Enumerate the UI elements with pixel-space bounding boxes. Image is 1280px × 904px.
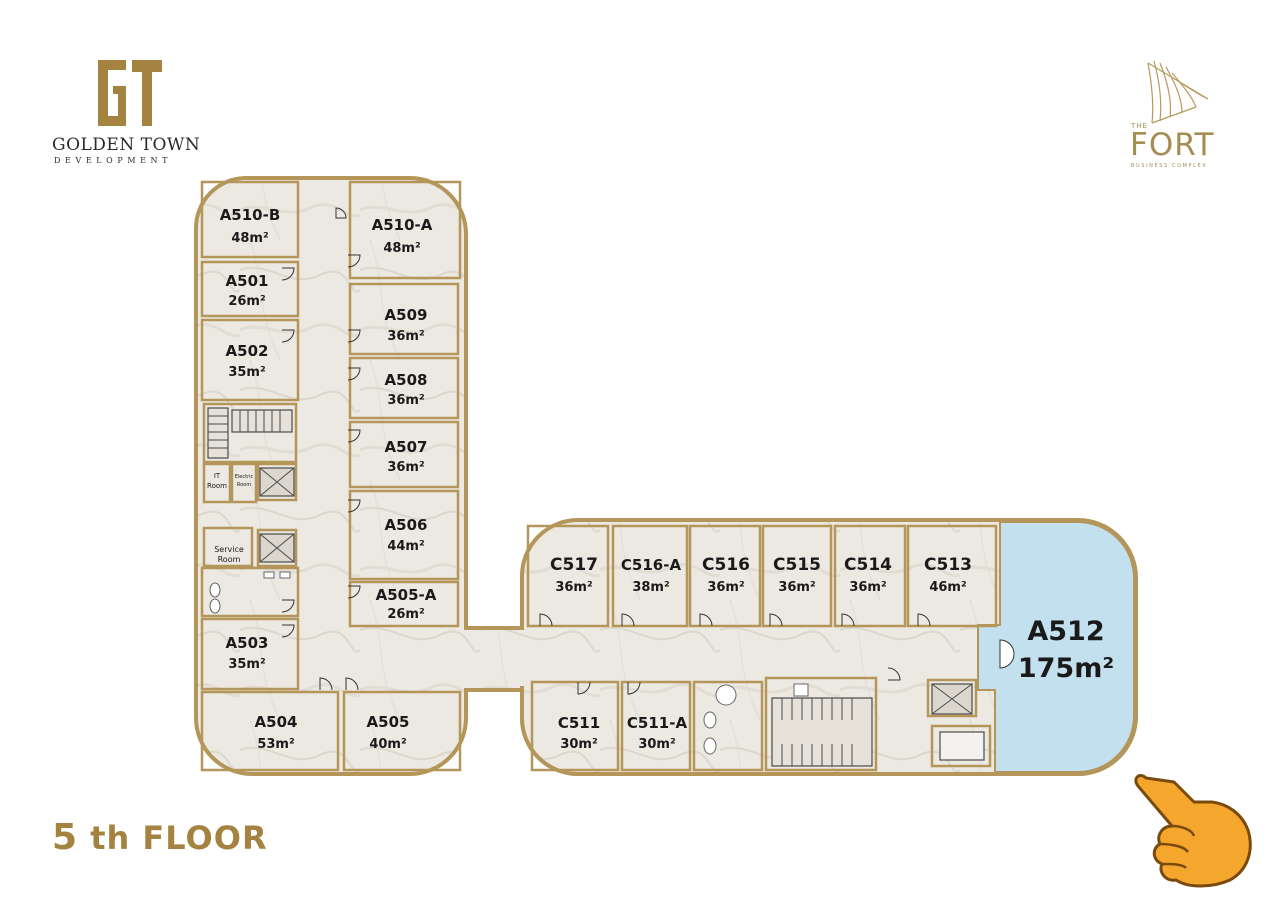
svg-text:48m²: 48m² xyxy=(231,231,268,246)
unit-c515[interactable]: C515 36m² xyxy=(773,555,821,595)
it-room-label-2: Room xyxy=(207,482,227,490)
svg-text:40m²: 40m² xyxy=(369,737,406,752)
svg-text:36m²: 36m² xyxy=(387,329,424,344)
unit-a508[interactable]: A508 36m² xyxy=(385,371,428,408)
unit-a505a[interactable]: A505-A 26m² xyxy=(376,586,437,622)
svg-text:30m²: 30m² xyxy=(638,737,675,752)
project-subtitle: BUSINESS COMPLEX xyxy=(1131,163,1208,169)
pointing-hand-icon xyxy=(1134,774,1252,888)
electric-room-label-1: Electric xyxy=(235,474,254,480)
service-room-label-2: Room xyxy=(218,555,241,564)
svg-text:C515: C515 xyxy=(773,555,821,575)
svg-text:A505-A: A505-A xyxy=(376,586,437,604)
unit-c517[interactable]: C517 36m² xyxy=(550,555,598,595)
unit-c516[interactable]: C516 36m² xyxy=(702,555,750,595)
svg-text:C517: C517 xyxy=(550,555,598,575)
electric-room-label-2: Room xyxy=(237,482,251,488)
unit-a505[interactable]: A505 40m² xyxy=(367,713,410,752)
svg-text:26m²: 26m² xyxy=(228,294,265,309)
svg-text:A502: A502 xyxy=(226,342,269,360)
svg-text:C511-A: C511-A xyxy=(627,714,688,732)
unit-c511a[interactable]: C511-A 30m² xyxy=(627,714,688,752)
floor-number: 5 xyxy=(52,817,79,858)
svg-text:46m²: 46m² xyxy=(929,580,966,595)
unit-a507[interactable]: A507 36m² xyxy=(385,438,428,475)
svg-text:36m²: 36m² xyxy=(778,580,815,595)
project-name: FORT xyxy=(1130,127,1215,163)
unit-a504[interactable]: A504 53m² xyxy=(255,713,298,752)
svg-text:C516-A: C516-A xyxy=(621,556,682,574)
svg-text:A507: A507 xyxy=(385,438,428,456)
unit-a501[interactable]: A501 26m² xyxy=(226,272,269,309)
svg-text:A506: A506 xyxy=(385,516,428,534)
floor-label: 5 th FLOOR xyxy=(52,817,268,858)
svg-text:35m²: 35m² xyxy=(228,657,265,672)
svg-text:C516: C516 xyxy=(702,555,750,575)
developer-subtitle: DEVELOPMENT xyxy=(54,156,173,165)
svg-text:A510-A: A510-A xyxy=(372,216,433,234)
svg-text:A512: A512 xyxy=(1027,616,1104,647)
svg-text:36m²: 36m² xyxy=(387,393,424,408)
svg-text:53m²: 53m² xyxy=(257,737,294,752)
svg-text:36m²: 36m² xyxy=(849,580,886,595)
unit-a506[interactable]: A506 44m² xyxy=(385,516,428,554)
svg-text:26m²: 26m² xyxy=(387,607,424,622)
svg-text:C511: C511 xyxy=(558,714,600,732)
unit-a502[interactable]: A502 35m² xyxy=(226,342,269,380)
unit-a510b[interactable]: A510-B 48m² xyxy=(220,206,281,246)
svg-text:38m²: 38m² xyxy=(632,580,669,595)
svg-text:48m²: 48m² xyxy=(383,241,420,256)
svg-text:A508: A508 xyxy=(385,371,428,389)
unit-a510a[interactable]: A510-A 48m² xyxy=(372,216,433,256)
unit-c514[interactable]: C514 36m² xyxy=(844,555,892,595)
svg-text:35m²: 35m² xyxy=(228,365,265,380)
service-room-label-1: Service xyxy=(214,545,244,554)
unit-c513[interactable]: C513 46m² xyxy=(924,555,972,595)
svg-text:A503: A503 xyxy=(226,634,269,652)
golden-town-logo-mark xyxy=(98,60,162,126)
floor-suffix: th FLOOR xyxy=(78,819,268,857)
it-room-label-1: IT xyxy=(214,472,221,480)
svg-text:36m²: 36m² xyxy=(555,580,592,595)
unit-c516a[interactable]: C516-A 38m² xyxy=(621,556,682,595)
unit-a503[interactable]: A503 35m² xyxy=(226,634,269,672)
unit-a512[interactable]: A512 175m² xyxy=(1018,616,1114,684)
svg-text:A510-B: A510-B xyxy=(220,206,281,224)
unit-a509[interactable]: A509 36m² xyxy=(385,306,428,344)
project-the: THE xyxy=(1131,122,1148,130)
svg-text:A505: A505 xyxy=(367,713,410,731)
svg-text:C514: C514 xyxy=(844,555,892,575)
svg-text:30m²: 30m² xyxy=(560,737,597,752)
svg-text:36m²: 36m² xyxy=(387,460,424,475)
unit-c511[interactable]: C511 30m² xyxy=(558,714,600,752)
svg-text:36m²: 36m² xyxy=(707,580,744,595)
svg-text:175m²: 175m² xyxy=(1018,653,1114,684)
svg-text:44m²: 44m² xyxy=(387,539,424,554)
svg-text:A504: A504 xyxy=(255,713,298,731)
developer-name: GOLDEN TOWN xyxy=(52,135,201,155)
svg-text:C513: C513 xyxy=(924,555,972,575)
svg-text:A509: A509 xyxy=(385,306,428,324)
svg-text:A501: A501 xyxy=(226,272,269,290)
the-fort-logo-mark xyxy=(1147,60,1209,124)
